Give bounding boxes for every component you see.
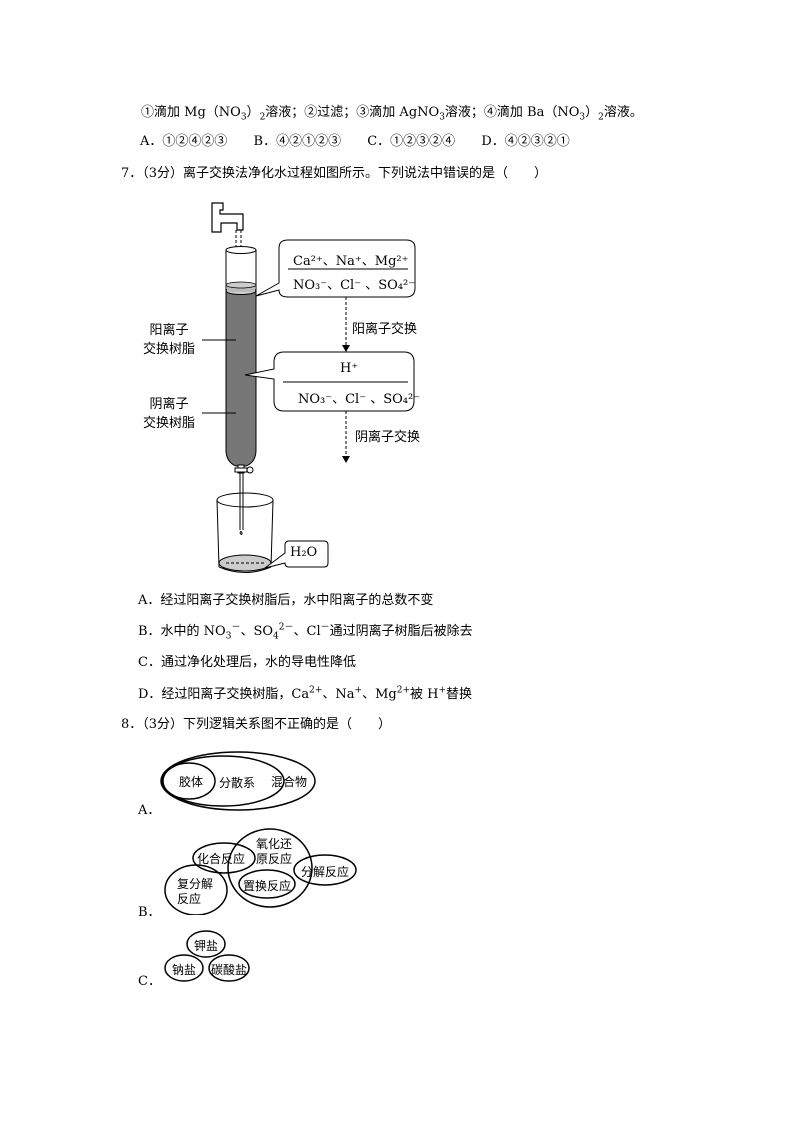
b-displacement: 置换反应 <box>243 879 292 893</box>
superscript: + <box>438 685 447 696</box>
q8-diagram-a[interactable] <box>160 750 320 812</box>
a-outer-mixture: 混合物 <box>271 775 308 789</box>
c-sodium-salt: 钠盐 <box>172 963 197 977</box>
q6-option-c[interactable]: C．①②③②④ <box>367 134 456 149</box>
superscript: － <box>231 622 241 633</box>
arrow1-label: 阳离子交换 <box>352 322 418 337</box>
q6-option-a[interactable]: A．①②④②③ <box>140 134 228 149</box>
c-potassium-salt: 钾盐 <box>194 939 219 953</box>
subscript: 2 <box>259 112 266 123</box>
superscript: + <box>354 685 363 696</box>
b-double-line: 复分解 <box>177 877 214 891</box>
b-double-line: 反应 <box>177 892 202 906</box>
q7-option-c[interactable]: C．通过净化处理后，水的导电性降低 <box>138 655 356 670</box>
q8-option-c-label[interactable]: C． <box>138 974 161 989</box>
resin-label-line: 阳离子 <box>149 323 189 338</box>
option-text: D．经过阳离子交换树脂，Ca <box>138 687 310 702</box>
q6-step-text: ） <box>585 105 599 120</box>
beaker-label: H₂O <box>290 545 318 560</box>
anion-resin-label: 阴离子 交换树脂 <box>143 395 195 433</box>
q6-step-text: ） <box>246 105 260 120</box>
b-redox-line: 氧化还 <box>256 837 293 851</box>
b-decomposition: 分解反应 <box>301 865 350 879</box>
option-text: 通过阴离子树脂后被除去 <box>329 624 473 639</box>
option-text: 、Mg <box>362 687 397 702</box>
q6-option-d[interactable]: D．④②③②① <box>481 134 570 149</box>
option-text: 、SO <box>240 624 274 639</box>
option-text: 、Cl <box>293 624 321 639</box>
q8-stem: 8．（3分）下列逻辑关系图不正确的是（ ） <box>121 717 392 732</box>
q6-step-text: 溶液；②过滤；③滴加 AgNO <box>265 105 440 120</box>
beaker <box>216 492 274 573</box>
exchange-column <box>225 246 257 535</box>
ion-exchange-figure <box>202 202 416 573</box>
option-text: 替换 <box>446 687 473 702</box>
superscript: － <box>320 622 330 633</box>
q6-step-text: ①滴加 Mg（NO <box>141 105 241 120</box>
bubble1-anions: NO₃⁻、Cl⁻ 、SO₄²⁻ <box>293 278 416 293</box>
q8-option-b-label[interactable]: B． <box>138 905 161 920</box>
superscript: 2－ <box>278 622 294 633</box>
q6-step-text: 溶液。 <box>603 105 643 120</box>
q8-diagram-c[interactable] <box>160 928 260 983</box>
resin-label-line: 交换树脂 <box>143 342 196 357</box>
q6-steps: ①滴加 Mg（NO3）2溶液；②过滤；③滴加 AgNO3溶液；④滴加 Ba（NO… <box>141 104 643 122</box>
q6-options: A．①②④②③ B．④②①②③ C．①②③②④ D．④②③②① <box>140 133 592 151</box>
c-carbonate: 碳酸盐 <box>211 963 248 977</box>
option-text: B．水中的 NO <box>138 624 226 639</box>
q7-option-d[interactable]: D．经过阳离子交换树脂，Ca2+、Na+、Mg2+被 H+替换 <box>138 686 472 704</box>
b-double-decomposition: 复分解 反应 <box>177 877 213 907</box>
q8-diagram-b[interactable] <box>160 825 370 915</box>
subscript: 2 <box>598 112 604 123</box>
option-text: 、Na <box>322 687 355 702</box>
q8-option-a-label[interactable]: A． <box>138 803 161 818</box>
subscript: 4 <box>273 631 279 642</box>
resin-label-line: 阴离子 <box>149 397 189 412</box>
superscript: 2+ <box>309 685 323 696</box>
bubble2-anions: NO₃⁻、Cl⁻ 、SO₄²⁻ <box>298 392 421 407</box>
subscript: 3 <box>225 631 232 642</box>
cation-resin-label: 阳离子 交换树脂 <box>143 321 195 359</box>
faucet-icon <box>211 202 244 233</box>
subscript: 3 <box>240 112 247 123</box>
b-redox-line: 原反应 <box>256 852 293 866</box>
arrow2-label: 阴离子交换 <box>355 430 421 445</box>
resin-label-line: 交换树脂 <box>143 416 196 431</box>
q7-option-a[interactable]: A．经过阳离子交换树脂后，水中阳离子的总数不变 <box>138 593 434 608</box>
superscript: 2+ <box>396 685 411 696</box>
q7-option-b[interactable]: B．水中的 NO3－、SO42－、Cl－通过阴离子树脂后被除去 <box>138 623 473 641</box>
a-middle-dispersion: 分散系 <box>219 776 256 790</box>
q6-option-b[interactable]: B．④②①②③ <box>253 134 342 149</box>
option-text: 被 H <box>410 687 439 702</box>
bubble2-cations: H⁺ <box>340 361 359 376</box>
q7-stem: 7．（3分）离子交换法净化水过程如图所示。下列说法中错误的是（ ） <box>121 166 548 181</box>
b-combination: 化合反应 <box>197 852 246 866</box>
subscript: 3 <box>579 112 586 123</box>
bubble1-cations: Ca²⁺、Na⁺、Mg²⁺ <box>293 254 409 269</box>
q6-step-text: 溶液；④滴加 Ba（NO <box>444 105 580 120</box>
b-redox: 氧化还 原反应 <box>256 837 292 867</box>
subscript: 3 <box>439 112 445 123</box>
a-inner-colloid: 胶体 <box>179 775 204 789</box>
